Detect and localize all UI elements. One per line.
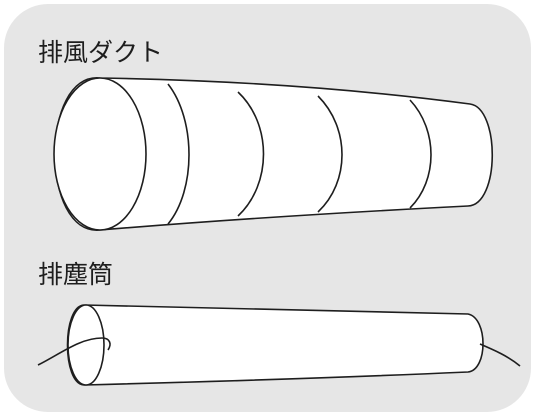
duct-opening bbox=[53, 77, 147, 231]
sleeve-body bbox=[66, 304, 484, 386]
exhaust-duct-label: 排風ダクト bbox=[38, 38, 164, 67]
dust-sleeve-label: 排塵筒 bbox=[38, 260, 114, 289]
dust-sleeve-illustration bbox=[37, 304, 521, 386]
sleeve-right-tie bbox=[479, 343, 521, 367]
exhaust-duct-illustration bbox=[53, 77, 493, 231]
duct-segment-line-1 bbox=[167, 83, 190, 225]
duct-segment-line-4 bbox=[409, 99, 432, 209]
duct-segment-line-2 bbox=[237, 91, 265, 217]
duct-segment-line-3 bbox=[317, 95, 343, 213]
sleeve-left-tie bbox=[37, 337, 111, 366]
sleeve-opening bbox=[67, 304, 105, 386]
